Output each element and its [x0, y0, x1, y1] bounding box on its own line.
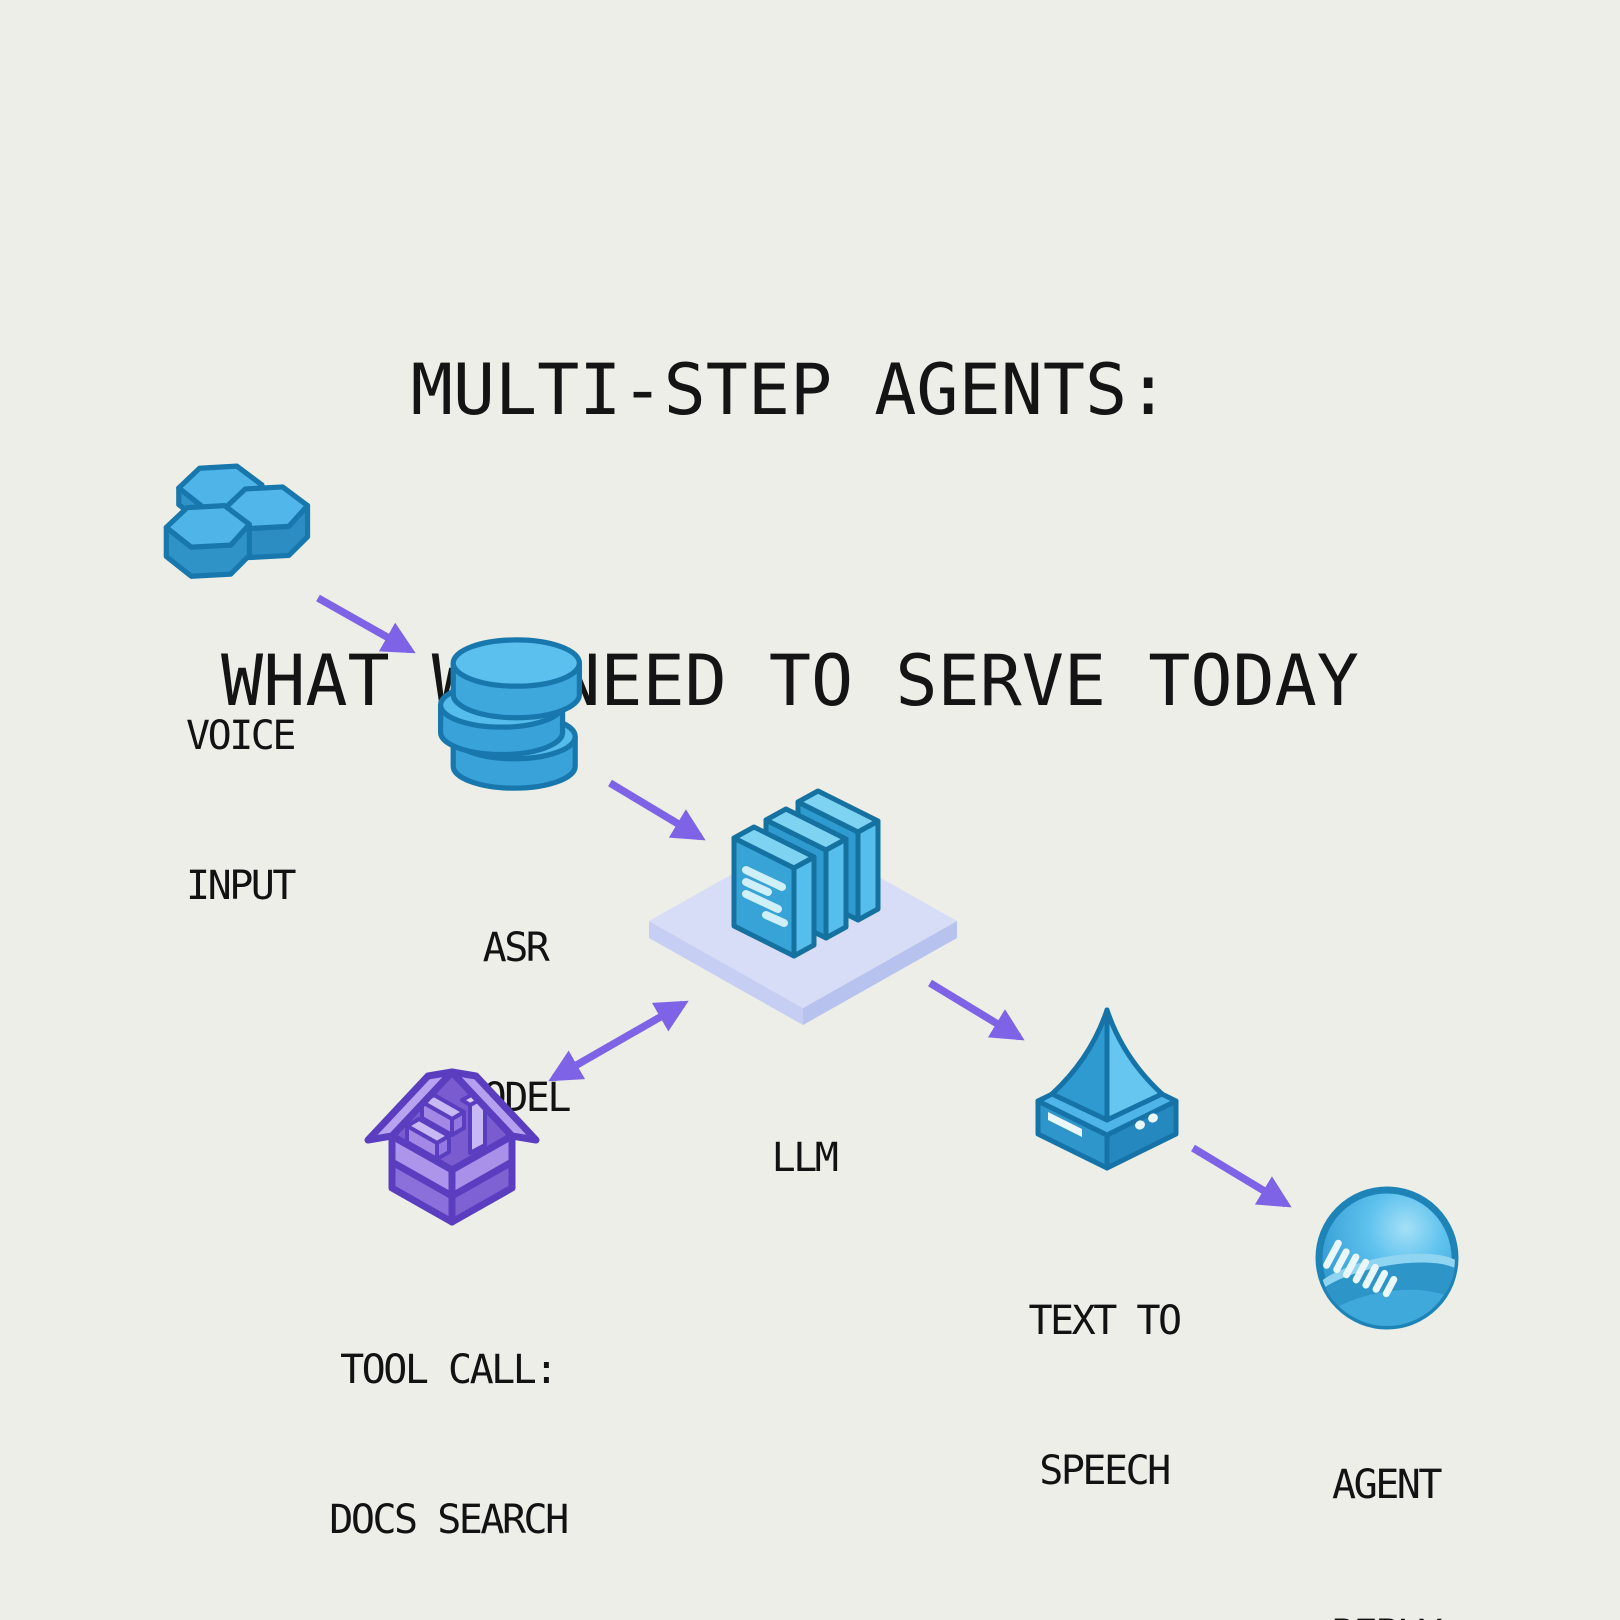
tool-call-label-line-1: TOOL CALL:: [340, 1347, 558, 1393]
voice-input-label: VOICE INPUT: [186, 611, 296, 1011]
sphere-voice-bars: [1323, 1239, 1398, 1298]
arrow-asr-to-llm: [608, 779, 706, 841]
tts-dot-1: [1135, 1120, 1145, 1130]
asr-model-label-line-1: ASR: [482, 925, 550, 971]
agent-reply-label: AGENT REPLY: [1332, 1360, 1442, 1620]
agent-reply-label-line-1: AGENT: [1332, 1462, 1442, 1508]
agent-reply-label-line-2: REPLY: [1332, 1610, 1442, 1620]
hexagon-cluster-icon: [163, 463, 311, 579]
disc-stack-icon: [437, 637, 583, 791]
open-box-icon: [364, 1068, 540, 1226]
tts-dot-2: [1148, 1113, 1158, 1123]
text-to-speech-label-line-1: TEXT TO: [1028, 1298, 1182, 1344]
text-to-speech-label: TEXT TO SPEECH: [1028, 1196, 1182, 1596]
tool-call-label-line-2: DOCS SEARCH: [329, 1497, 569, 1543]
tool-call-label: TOOL CALL: DOCS SEARCH: [329, 1245, 569, 1620]
llm-label-line-1: LLM: [771, 1135, 839, 1181]
book-text-lines: [742, 866, 788, 927]
arrow-llm-tool-two-way: [548, 1000, 689, 1082]
page-title-line-1: MULTI-STEP AGENTS:: [410, 349, 1170, 431]
voice-input-label-line-2: INPUT: [186, 863, 296, 909]
books-on-platform-icon: [731, 788, 881, 959]
pyramid-box-icon: [1035, 1007, 1179, 1171]
arrow-voice-to-asr: [316, 594, 416, 654]
tts-slot: [1048, 1112, 1082, 1137]
llm-label: LLM: [761, 1033, 847, 1283]
sphere-icon: [1315, 1186, 1459, 1330]
arrow-llm-to-tts: [928, 979, 1025, 1041]
platform-left-side: [649, 921, 803, 1025]
arrow-tts-to-agent: [1191, 1144, 1292, 1208]
platform-right-side: [803, 921, 957, 1025]
voice-input-label-line-1: VOICE: [186, 713, 296, 759]
text-to-speech-label-line-2: SPEECH: [1039, 1448, 1171, 1494]
